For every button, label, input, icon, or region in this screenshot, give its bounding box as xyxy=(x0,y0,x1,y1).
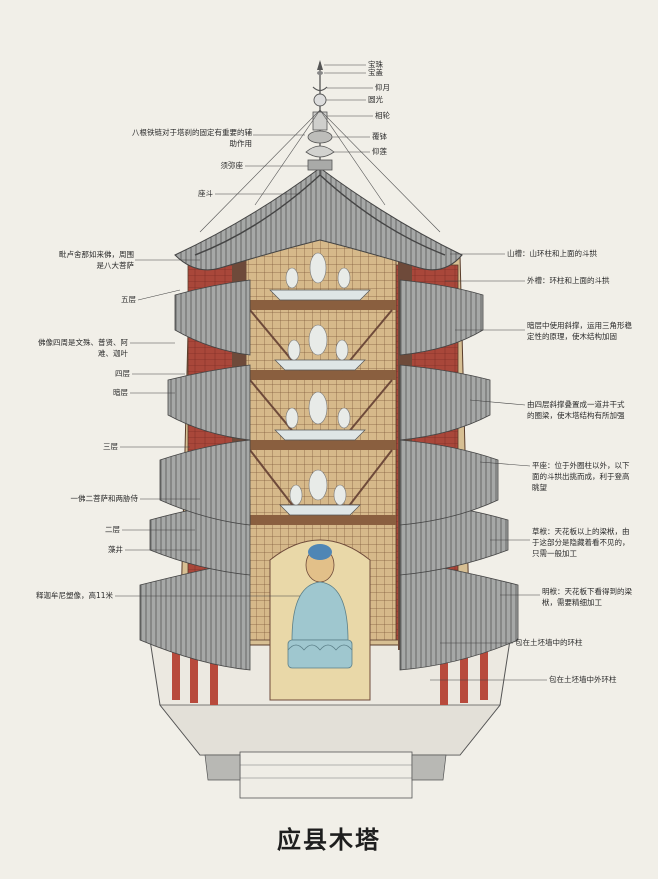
label-tiesuo: 八根铁链对于塔刹的固定有重要的辅助作用 xyxy=(132,128,252,148)
label-yanglian: 仰莲 xyxy=(372,147,387,156)
label-main-buddha: 释迦牟尼塑像，高11米 xyxy=(35,591,113,600)
leader-lines xyxy=(115,64,547,681)
label-mingfu: 明栿：天花板下看得到的梁栿，需要精细加工 xyxy=(542,587,632,607)
label-bracket-layer: 由四层斜撑叠置成一道井干式的圈梁，使木塔结构有所加强 xyxy=(527,400,625,420)
label-baozhu: 宝珠 xyxy=(368,60,383,69)
label-sanceng: 三层 xyxy=(103,442,118,451)
label-siceng: 四层 xyxy=(115,369,130,378)
statue-platforms xyxy=(269,289,371,516)
label-erceng: 二层 xyxy=(105,525,120,534)
label-yangyue: 仰月 xyxy=(375,83,390,92)
label-bashu: 覆钵 xyxy=(372,132,387,141)
label-wuceng: 五层 xyxy=(121,295,136,304)
label-dark-layer: 暗层中使用斜撑，运用三角形稳定性的原理，使木结构加固 xyxy=(527,321,632,341)
label-waicao: 外槽：环柱和上面的斗拱 xyxy=(527,276,610,285)
pagoda-spire xyxy=(199,60,441,233)
label-top-buddha: 毗卢舍那如来佛，周围是八大菩萨 xyxy=(59,250,134,270)
ground-floor-columns xyxy=(172,640,488,705)
label-third-buddha: 一佛二菩萨和两胁侍 xyxy=(70,494,139,503)
label-xumizuo: 须弥座 xyxy=(220,161,244,170)
label-zuodou: 座斗 xyxy=(198,189,213,198)
page-title: 应县木塔 xyxy=(277,825,381,854)
label-fourth-buddha: 佛像四周是文殊、普贤、阿难、迦叶 xyxy=(38,338,128,358)
label-caofu: 草栿：天花板以上的梁栿，由于这部分是隐藏着看不见的，只需一般加工 xyxy=(532,527,630,558)
label-inner-ring: 包在土坯墙中的环柱 xyxy=(515,638,583,647)
label-outer-ring: 包在土坯墙中外环柱 xyxy=(549,675,617,684)
label-xiangfeng: 相轮 xyxy=(375,111,390,120)
eave-roofs xyxy=(139,279,519,671)
label-zaojing: 藻井 xyxy=(108,545,123,554)
label-yuanguang: 圆光 xyxy=(368,95,383,104)
upper-statues xyxy=(285,252,351,506)
label-shancao: 山槽：山环柱和上面的斗拱 xyxy=(507,249,597,258)
label-baogai: 宝盖 xyxy=(368,68,383,77)
label-anceng: 暗层 xyxy=(113,388,128,397)
shakyamuni-statue xyxy=(269,539,371,701)
label-pingzuo: 平座：位于外圈柱以外，以下面的斗拱出挑而成，利于登高眺望 xyxy=(532,461,630,492)
